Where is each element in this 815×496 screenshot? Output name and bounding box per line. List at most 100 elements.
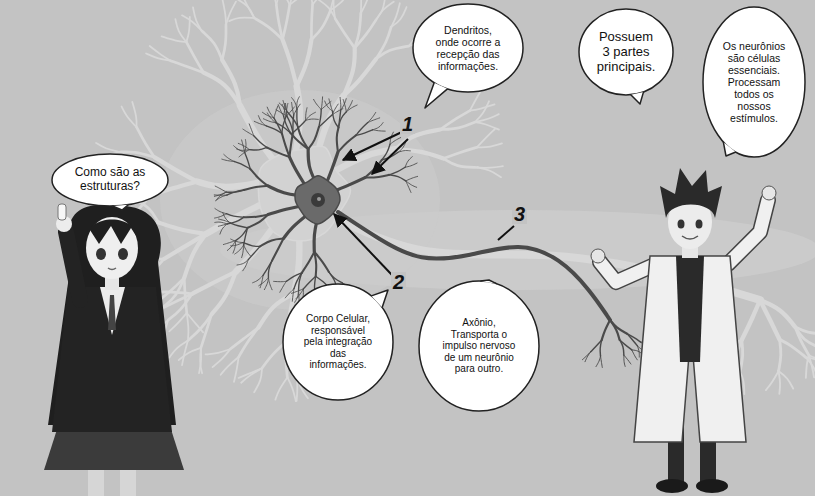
neuron-illustration-part [245, 152, 251, 169]
neuron-illustration-part [390, 138, 401, 145]
speech-bubble: Corpo Celular, responsável pela integraç… [282, 283, 394, 401]
neuron-illustration-part [274, 106, 278, 118]
neuron-illustration-part [292, 103, 294, 116]
neuron-illustration-part [398, 151, 411, 153]
background-neuron-part [182, 15, 202, 31]
bubble-text: Dendritos, onde ocorre a recepção das in… [432, 24, 504, 72]
neuron-illustration-part [389, 175, 406, 181]
scientist-figure-part [600, 262, 652, 282]
background-neuron-part [229, 18, 254, 21]
bubble-ellipse [283, 284, 393, 400]
neuron-illustration-part [238, 143, 249, 149]
neuron-illustration-part [582, 352, 590, 360]
background-neuron-part [283, 39, 297, 86]
bubble-text: Axônio, Transporta o impulso nervoso de … [441, 317, 517, 375]
neuron-illustration-part [337, 128, 339, 152]
neuron-illustration-part [274, 281, 287, 282]
callout-number: 3 [512, 204, 527, 224]
background-neuron-part [132, 102, 136, 127]
scientist-figure-part [660, 168, 722, 218]
neuron-illustration-part [596, 356, 601, 366]
speech-bubble: Os neurônios são células essenciais. Pro… [702, 6, 806, 158]
neuron-illustration-part [215, 214, 227, 218]
background-neuron-part [223, 0, 226, 25]
background-neuron-part [276, 5, 282, 40]
scientist-figure-part [591, 249, 605, 263]
background-neuron-part [283, 5, 290, 40]
neuron-illustration-part [591, 340, 602, 352]
speech-text: Corpo Celular, responsável pela integraç… [303, 313, 373, 371]
neuron-illustration-part [632, 350, 638, 360]
neuron-illustration-part [235, 245, 244, 254]
speech-text: Axônio, Transporta o impulso nervoso de … [441, 317, 517, 375]
background-neuron-part [780, 339, 806, 357]
background-neuron-part [169, 313, 186, 331]
speech-text: Como são as estruturas? [64, 166, 156, 194]
student-figure [44, 204, 184, 496]
scientist-figure [591, 168, 776, 493]
neuron-illustration-part [326, 152, 338, 184]
neuron-illustration-part [282, 134, 290, 157]
student-figure-part [118, 248, 128, 260]
background-neuron-part [262, 342, 286, 368]
background-neuron-part [295, 86, 300, 154]
neuron-illustration-part [329, 99, 332, 111]
background-neuron-part [184, 278, 187, 313]
callout-number: 1 [400, 114, 415, 134]
background-neuron-part [239, 328, 259, 357]
background-neuron-part [766, 371, 779, 390]
background-neuron-part [258, 146, 350, 241]
background-neuron-part [303, 0, 312, 4]
neuron-illustration-part [231, 223, 248, 228]
neuron-illustration-part [227, 190, 244, 195]
neuron-illustration-part [286, 273, 301, 281]
neuron-illustration-part [215, 186, 226, 192]
background-neuron-part [287, 377, 295, 401]
background-neuron-part [335, 19, 355, 48]
background-neuron-part [318, 0, 335, 19]
bubble-ellipse [52, 154, 168, 206]
neuron-illustration-part [306, 119, 319, 120]
neuron-illustration-part [279, 103, 288, 112]
neuron-illustration-part [223, 241, 235, 245]
neuron-illustration-part [215, 222, 228, 224]
neuron-illustration-part [220, 224, 228, 234]
neuron-illustration-part [365, 160, 382, 178]
background-neuron-part [355, 20, 376, 48]
background-neuron-part [267, 0, 276, 5]
background-neuron-part [221, 357, 239, 375]
neuron-illustration-part [236, 228, 248, 241]
neuron-illustration-part [314, 99, 322, 109]
background-neuron-part [243, 0, 255, 18]
bubble-text: Como são as estruturas? [64, 166, 156, 194]
neuron-illustration-part [406, 176, 418, 180]
neuron-illustration-part [356, 130, 373, 136]
neuron-illustration-part [610, 320, 620, 340]
student-figure-part [52, 287, 172, 432]
neuron-illustration-part [272, 239, 283, 261]
background-neuron-part [230, 328, 258, 349]
scientist-figure-part [728, 200, 768, 264]
neuron-illustration-part [338, 135, 356, 152]
neuron-illustration-part [339, 112, 347, 128]
neuron-illustration-part [244, 215, 268, 218]
background-neuron-part [470, 104, 495, 110]
callout-arrow-part [372, 139, 408, 174]
neuron-illustration-part [227, 214, 244, 218]
neuron-illustration-part [620, 340, 632, 350]
neuron-illustration-part [268, 278, 272, 290]
background-neuron-part [226, 2, 236, 25]
callout-arrow [334, 131, 514, 275]
neuron-illustration-part [624, 355, 625, 366]
neuron-illustration-part [601, 356, 603, 367]
neuron-illustration-part [258, 116, 266, 126]
student-figure-part [66, 232, 80, 300]
speech-bubble: Como são as estruturas? [51, 153, 169, 207]
speech-text: Dendritos, onde ocorre a recepção das in… [432, 24, 504, 72]
scientist-figure-part [728, 200, 768, 264]
scientist-figure-part [678, 220, 685, 229]
background-neuron-part [475, 114, 499, 122]
neuron-illustration-part [373, 123, 383, 130]
